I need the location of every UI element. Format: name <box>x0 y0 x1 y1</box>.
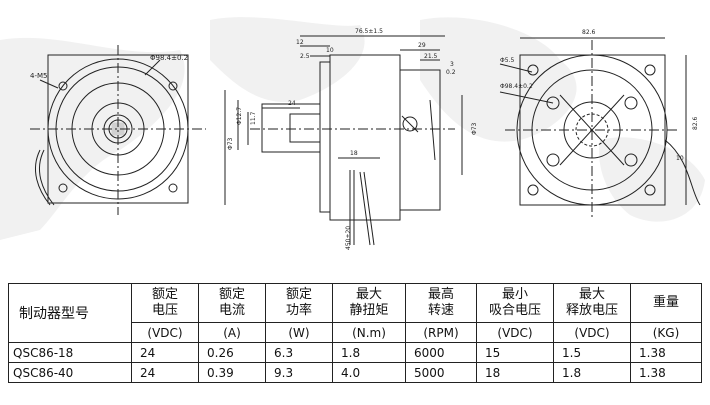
col-unit: (VDC) <box>476 322 554 343</box>
mount-hole <box>58 81 68 91</box>
table-row: QSC86-40 24 0.39 9.3 4.0 5000 18 1.8 1.3… <box>8 362 702 383</box>
front-view-right <box>499 37 701 220</box>
dim-height: 82.6 <box>692 116 699 130</box>
screw-hole <box>546 153 560 167</box>
value-cell: 9.3 <box>265 362 333 383</box>
col-header: 最高转速 <box>405 283 477 323</box>
model-cell: QSC86-40 <box>8 362 132 383</box>
col-header: 额定电压 <box>131 283 199 323</box>
brake-spec-table: 制动器型号 额定电压 额定电流 额定功率 最大静扭矩 最高转速 最小吸合电压 最… <box>8 283 702 383</box>
holes-label: 4-M5 <box>30 72 47 80</box>
technical-drawing: 4-M5 Φ98.4±0.2 76.5±1.5 12 2.5 10 29 <box>0 17 705 250</box>
value-cell: 1.38 <box>630 342 702 363</box>
col-unit: (KG) <box>630 322 702 343</box>
dim-29: 29 <box>418 42 426 49</box>
pcd-label: Φ98.4±0.2 <box>150 54 188 62</box>
dim-flat: 11.7 <box>250 111 257 125</box>
table-row: QSC86-18 24 0.26 6.3 1.8 6000 15 1.5 1.3… <box>8 342 702 363</box>
value-cell: 6.3 <box>265 342 333 363</box>
value-cell: 1.8 <box>553 362 631 383</box>
dim-side: 10 <box>676 155 684 162</box>
dim-lead: 450±20 <box>345 226 352 250</box>
side-dimension-labels: 76.5±1.5 12 2.5 10 29 21.5 3 0.2 24 18 4… <box>227 28 478 250</box>
rear-cap <box>399 69 441 211</box>
col-unit: (W) <box>265 322 333 343</box>
shaft <box>261 103 321 153</box>
col-unit: (A) <box>198 322 266 343</box>
dim-0-2: 0.2 <box>446 69 456 76</box>
mount-hole <box>527 64 539 76</box>
value-cell: 15 <box>476 342 554 363</box>
model-header: 制动器型号 <box>8 283 132 343</box>
dim-3: 3 <box>450 61 454 68</box>
value-cell: 24 <box>131 362 199 383</box>
value-cell: 18 <box>476 362 554 383</box>
right-dimension-labels: 82.6 82.6 Φ5.5 Φ98.4±0.2 10 <box>500 29 699 162</box>
model-cell: QSC86-18 <box>8 342 132 363</box>
screw-hole <box>624 153 638 167</box>
value-cell: 5000 <box>405 362 477 383</box>
value-cell: 1.5 <box>553 342 631 363</box>
col-header: 最小吸合电压 <box>476 283 554 323</box>
col-unit: (VDC) <box>131 322 199 343</box>
dim-hole: Φ5.5 <box>500 57 514 64</box>
dim-2-5: 2.5 <box>300 53 310 60</box>
value-cell: 1.8 <box>332 342 406 363</box>
mount-hole <box>644 184 656 196</box>
value-cell: 0.26 <box>198 342 266 363</box>
side-view <box>224 35 463 246</box>
col-header: 最大释放电压 <box>553 283 631 323</box>
col-header: 额定电流 <box>198 283 266 323</box>
dim-21-5: 21.5 <box>424 53 438 60</box>
dim-shaft-dia: Φ12.7 <box>236 107 243 125</box>
value-cell: 0.39 <box>198 362 266 383</box>
mount-hole <box>644 64 656 76</box>
col-unit: (N.m) <box>332 322 406 343</box>
mount-hole <box>168 183 178 193</box>
col-header: 重量 <box>630 283 702 323</box>
value-cell: 24 <box>131 342 199 363</box>
screw-hole <box>546 96 560 110</box>
front-view-left <box>30 45 206 215</box>
col-header: 额定功率 <box>265 283 333 323</box>
brake-body <box>329 54 401 221</box>
dim-pilot: Φ73 <box>227 137 234 150</box>
mount-hole <box>58 183 68 193</box>
dim-12: 12 <box>296 39 304 46</box>
value-cell: 1.38 <box>630 362 702 383</box>
dim-10: 10 <box>326 47 334 54</box>
dim-pcd2: Φ98.4±0.2 <box>500 83 533 90</box>
col-unit: (RPM) <box>405 322 477 343</box>
dim-width: 82.6 <box>582 29 596 36</box>
dim-24: 24 <box>288 100 296 107</box>
screw-head <box>402 116 418 132</box>
mount-hole <box>527 184 539 196</box>
col-header: 最大静扭矩 <box>332 283 406 323</box>
dim-18: 18 <box>350 150 358 157</box>
mount-hole <box>168 81 178 91</box>
dim-body: Φ73 <box>471 122 478 135</box>
col-unit: (VDC) <box>553 322 631 343</box>
value-cell: 4.0 <box>332 362 406 383</box>
dim-total-length: 76.5±1.5 <box>355 28 383 35</box>
value-cell: 6000 <box>405 342 477 363</box>
screw-hole <box>624 96 638 110</box>
